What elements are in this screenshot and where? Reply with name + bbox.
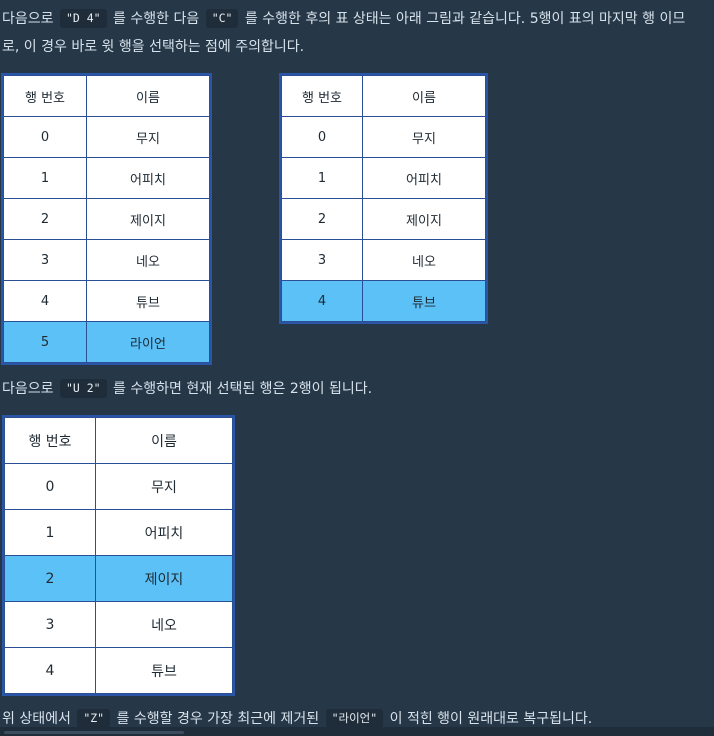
paragraph-text: 를 수행한 다음 xyxy=(108,11,204,27)
cell-row-number: 2 xyxy=(4,555,96,602)
cell-row-number: 4 xyxy=(281,280,363,322)
table-row: 3 네오 xyxy=(4,601,233,648)
paragraph-text: 다음으로 xyxy=(2,381,58,397)
cell-row-number: 3 xyxy=(3,239,87,281)
header-cell-row-number: 행 번호 xyxy=(3,75,87,117)
table-row-selected: 4 튜브 xyxy=(281,280,486,322)
cell-row-number: 1 xyxy=(281,157,363,199)
header-cell-name: 이름 xyxy=(86,75,210,117)
cell-row-number: 3 xyxy=(4,601,96,648)
paragraph-text: 다음으로 xyxy=(2,11,58,27)
cell-name: 제이지 xyxy=(86,198,210,240)
cell-name: 네오 xyxy=(86,239,210,281)
paragraph-text: 로, 이 경우 바로 윗 행을 선택하는 점에 주의합니다. xyxy=(2,39,305,55)
cell-name: 제이지 xyxy=(95,555,233,602)
code-z: "Z" xyxy=(77,709,111,728)
cell-row-number: 4 xyxy=(4,647,96,694)
cell-row-number: 0 xyxy=(4,463,96,510)
header-cell-row-number: 행 번호 xyxy=(281,75,363,117)
cell-name: 어피치 xyxy=(95,509,233,556)
cell-name: 네오 xyxy=(95,601,233,648)
table-row: 4 튜브 xyxy=(4,647,233,694)
code-d4: "D 4" xyxy=(59,9,107,28)
paragraph-text: 를 수행할 경우 가장 최근에 제거된 xyxy=(112,711,324,727)
paragraph-text: 를 수행하면 현재 선택된 행은 2행이 됩니다. xyxy=(108,381,373,397)
table-after-delete: 행 번호 이름 0 무지 1 어피치 2 제이지 3 네오 4 튜브 5 라이언 xyxy=(1,73,212,365)
table-row: 0 무지 xyxy=(4,463,233,510)
header-cell-name: 이름 xyxy=(95,417,233,464)
code-c: "C" xyxy=(205,9,239,28)
cell-row-number: 3 xyxy=(281,239,363,281)
cell-row-number: 0 xyxy=(281,116,363,158)
paragraph-up: 다음으로 "U 2" 를 수행하면 현재 선택된 행은 2행이 됩니다. xyxy=(2,377,372,402)
cell-name: 어피치 xyxy=(86,157,210,199)
paragraph-text: 를 수행한 후의 표 상태는 아래 그림과 같습니다. 5행이 표의 마지막 행… xyxy=(240,11,686,27)
cell-name: 어피치 xyxy=(362,157,486,199)
cell-name: 튜브 xyxy=(362,280,486,322)
table-header-row: 행 번호 이름 xyxy=(281,75,486,117)
table-row: 3 네오 xyxy=(3,239,210,281)
cell-name: 무지 xyxy=(86,116,210,158)
table-after-up: 행 번호 이름 0 무지 1 어피치 2 제이지 3 네오 4 튜브 xyxy=(2,415,235,696)
table-header-row: 행 번호 이름 xyxy=(4,417,233,464)
paragraph-text: 위 상태에서 xyxy=(2,711,76,727)
header-cell-name: 이름 xyxy=(362,75,486,117)
cell-name: 제이지 xyxy=(362,198,486,240)
header-cell-row-number: 행 번호 xyxy=(4,417,96,464)
cell-name: 튜브 xyxy=(86,280,210,322)
cell-name: 무지 xyxy=(362,116,486,158)
table-row-selected: 2 제이지 xyxy=(4,555,233,602)
table-row-selected: 5 라이언 xyxy=(3,321,210,363)
table-header-row: 행 번호 이름 xyxy=(3,75,210,117)
code-ryan: "라이언" xyxy=(325,709,384,728)
cell-name: 무지 xyxy=(95,463,233,510)
horizontal-scrollbar[interactable] xyxy=(0,727,714,736)
table-row: 0 무지 xyxy=(281,116,486,158)
table-row: 1 어피치 xyxy=(3,157,210,199)
table-row: 2 제이지 xyxy=(3,198,210,240)
cell-name: 라이언 xyxy=(86,321,210,363)
cell-row-number: 2 xyxy=(3,198,87,240)
cell-name: 네오 xyxy=(362,239,486,281)
paragraph-text: 이 적힌 행이 원래대로 복구됩니다. xyxy=(385,711,593,727)
table-row: 3 네오 xyxy=(281,239,486,281)
table-row: 1 어피치 xyxy=(281,157,486,199)
paragraph-intro: 다음으로 "D 4" 를 수행한 다음 "C" 를 수행한 후의 표 상태는 아… xyxy=(2,7,685,32)
cell-row-number: 0 xyxy=(3,116,87,158)
cell-row-number: 2 xyxy=(281,198,363,240)
cell-row-number: 5 xyxy=(3,321,87,363)
cell-row-number: 1 xyxy=(3,157,87,199)
table-row: 2 제이지 xyxy=(281,198,486,240)
table-row: 0 무지 xyxy=(3,116,210,158)
paragraph-restore: 위 상태에서 "Z" 를 수행할 경우 가장 최근에 제거된 "라이언" 이 적… xyxy=(2,707,592,732)
code-u2: "U 2" xyxy=(59,379,107,398)
cell-name: 튜브 xyxy=(95,647,233,694)
table-row: 1 어피치 xyxy=(4,509,233,556)
table-after-cancel: 행 번호 이름 0 무지 1 어피치 2 제이지 3 네오 4 튜브 xyxy=(279,73,488,324)
cell-row-number: 4 xyxy=(3,280,87,322)
paragraph-intro-line2: 로, 이 경우 바로 윗 행을 선택하는 점에 주의합니다. xyxy=(2,35,304,60)
cell-row-number: 1 xyxy=(4,509,96,556)
scrollbar-thumb[interactable] xyxy=(4,731,184,734)
table-row: 4 튜브 xyxy=(3,280,210,322)
